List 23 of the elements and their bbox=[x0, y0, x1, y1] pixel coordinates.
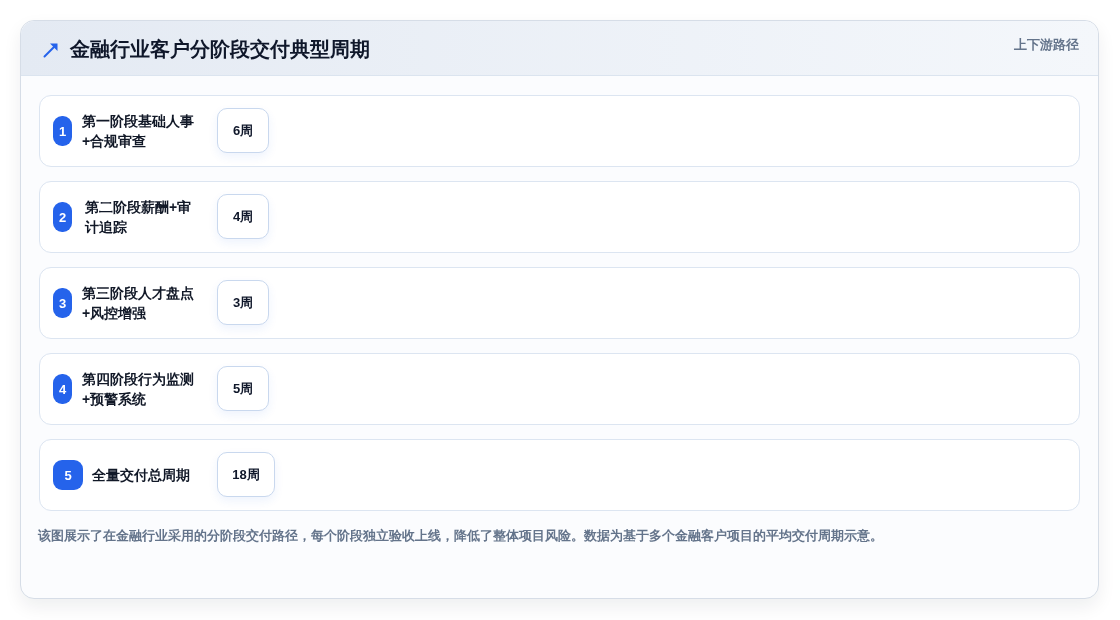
caption: 该图展示了在金融行业采用的分阶段交付路径，每个阶段独立验收上线，降低了整体项目风险。数据为基于多个金融客户项目的平均交付周期示意。 bbox=[38, 527, 883, 545]
stage-label: 第三阶段人才盘点+风控增强 bbox=[82, 284, 195, 323]
header-note: 上下游路径 bbox=[1014, 36, 1079, 54]
stage-row bbox=[39, 181, 1080, 253]
stage-label: 第一阶段基础人事+合规审查 bbox=[82, 112, 195, 151]
stage-row bbox=[39, 95, 1080, 167]
step-number: 3 bbox=[53, 288, 72, 318]
step-number: 2 bbox=[53, 202, 72, 232]
duration-box: 3周 bbox=[217, 280, 269, 325]
stage-label: 第四阶段行为监测+预警系统 bbox=[82, 370, 195, 409]
stage-label: 第二阶段薪酬+审计追踪 bbox=[85, 198, 193, 237]
step-number: 5 bbox=[53, 460, 83, 490]
duration-box: 4周 bbox=[217, 194, 269, 239]
duration-box: 18周 bbox=[217, 452, 275, 497]
stage-row bbox=[39, 439, 1080, 511]
duration-box: 5周 bbox=[217, 366, 269, 411]
duration-box: 6周 bbox=[217, 108, 269, 153]
stage-row bbox=[39, 353, 1080, 425]
step-number: 4 bbox=[53, 374, 72, 404]
title: 金融行业客户分阶段交付典型周期 bbox=[70, 37, 370, 62]
step-number: 1 bbox=[53, 116, 72, 146]
stage-row bbox=[39, 267, 1080, 339]
stage-label: 全量交付总周期 bbox=[92, 466, 191, 485]
